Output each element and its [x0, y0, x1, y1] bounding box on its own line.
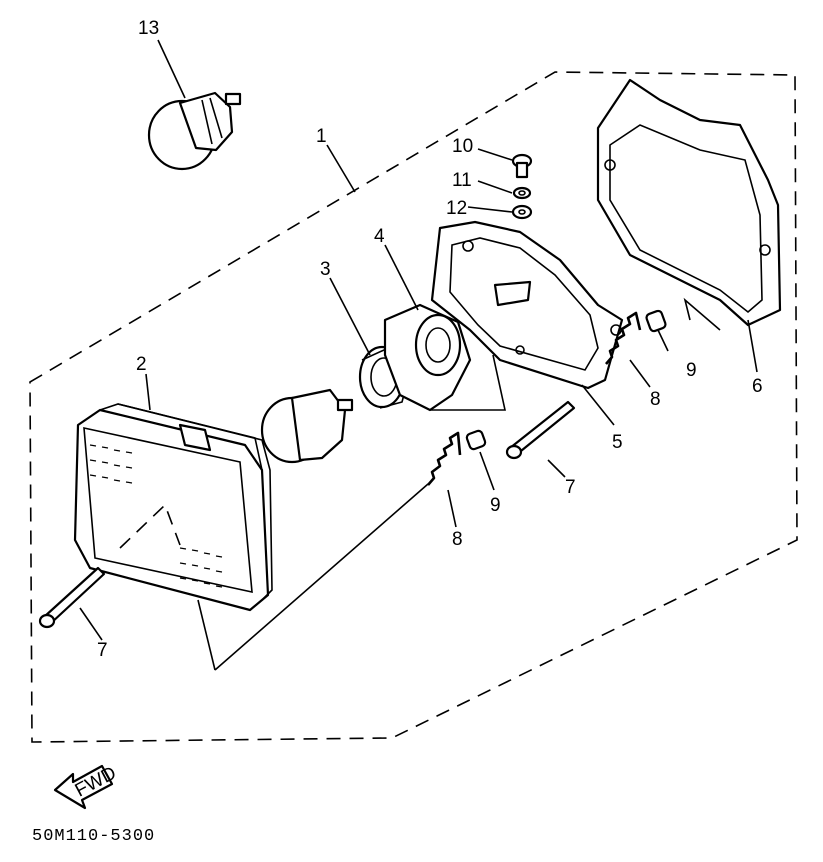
callout-9-right: 9 — [686, 360, 697, 381]
part-7-screw-right — [505, 400, 576, 460]
callout-3: 3 — [320, 259, 331, 280]
part-2-headlight-unit — [73, 403, 273, 612]
callout-4: 4 — [374, 226, 385, 247]
callout-11: 11 — [452, 170, 472, 191]
callout-2: 2 — [136, 354, 147, 375]
part-8-spring-right — [605, 311, 642, 365]
callout-8-right: 8 — [650, 389, 661, 410]
part-9-nut-center — [465, 429, 487, 451]
part-7-screw-left — [38, 566, 106, 629]
assembly-boundary — [29, 71, 798, 743]
part-11-washer — [512, 186, 532, 200]
callout-13: 13 — [138, 18, 159, 39]
part-4-socket-housing — [383, 303, 472, 412]
callout-9-center: 9 — [490, 495, 501, 516]
fwd-arrow: FWD — [53, 763, 120, 810]
part-9-nut-right — [645, 309, 667, 333]
part-13-bulb — [147, 91, 242, 171]
callout-1: 1 — [316, 126, 327, 147]
part-code: 50M110-5300 — [32, 827, 155, 846]
callout-5: 5 — [612, 432, 623, 453]
leader-lines — [79, 39, 758, 671]
callout-8-center: 8 — [452, 529, 463, 550]
part-10-screw — [511, 153, 533, 179]
part-12-nut — [511, 204, 533, 220]
callout-10: 10 — [452, 136, 473, 157]
callout-7-right: 7 — [565, 477, 576, 498]
callout-6: 6 — [752, 376, 763, 397]
callout-7-left: 7 — [97, 640, 108, 661]
part-6-frame — [596, 78, 782, 327]
callout-12: 12 — [446, 198, 467, 219]
headlight-bulb — [260, 388, 354, 464]
part-8-spring-center — [427, 431, 462, 486]
